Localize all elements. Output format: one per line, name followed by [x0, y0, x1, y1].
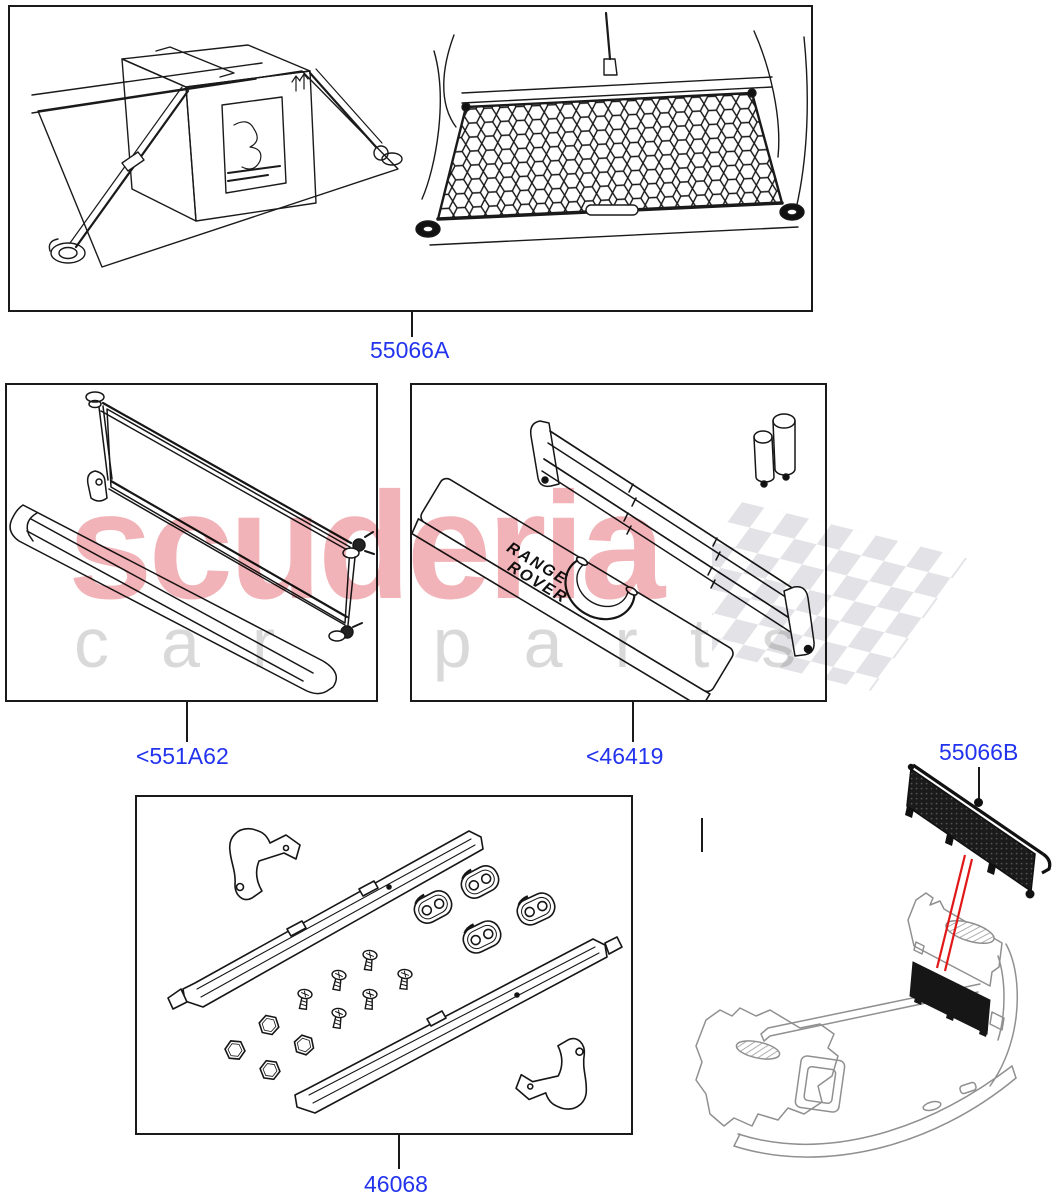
strapped-carton-scene: [31, 44, 403, 268]
vehicle-loadspace-illustration: [695, 892, 1018, 1158]
loadspace-retainer-illustration: [9, 391, 375, 695]
tick-mark: [701, 818, 703, 852]
leader-line-55066A: [411, 312, 413, 337]
part-box-loadspace-retainer: [5, 383, 378, 702]
range-rover-case: RANGE ROVER: [412, 477, 734, 700]
part-label-551A62[interactable]: <551A62: [136, 743, 229, 769]
leader-line-46419: [632, 702, 634, 742]
leader-line-551A62: [186, 702, 188, 742]
cargo-straps-and-net-illustration: [31, 11, 808, 268]
divider-net-panel-illustration: [905, 763, 1052, 899]
installed-net-panel: [909, 961, 991, 1035]
leader-line-46068: [398, 1135, 400, 1169]
part-label-55066B[interactable]: 55066B: [939, 739, 1019, 765]
rail-kit-illustration: [167, 827, 623, 1114]
part-label-46419[interactable]: <46419: [586, 743, 664, 769]
part-box-divider-kit: RANGE ROVER: [410, 383, 827, 702]
part-label-46068[interactable]: 46068: [364, 1171, 428, 1197]
part-label-55066A[interactable]: 55066A: [370, 337, 450, 363]
trunk-floor-net-scene: [415, 11, 808, 246]
leader-dot-55066B: [974, 798, 983, 807]
red-pointer-lines: [935, 854, 974, 972]
part-box-cargo-net-kit: [8, 5, 813, 312]
leader-line-55066B: [978, 767, 980, 801]
part-box-mounting-rail-kit: [135, 795, 633, 1135]
divider-kit-illustration: RANGE ROVER: [412, 413, 815, 700]
